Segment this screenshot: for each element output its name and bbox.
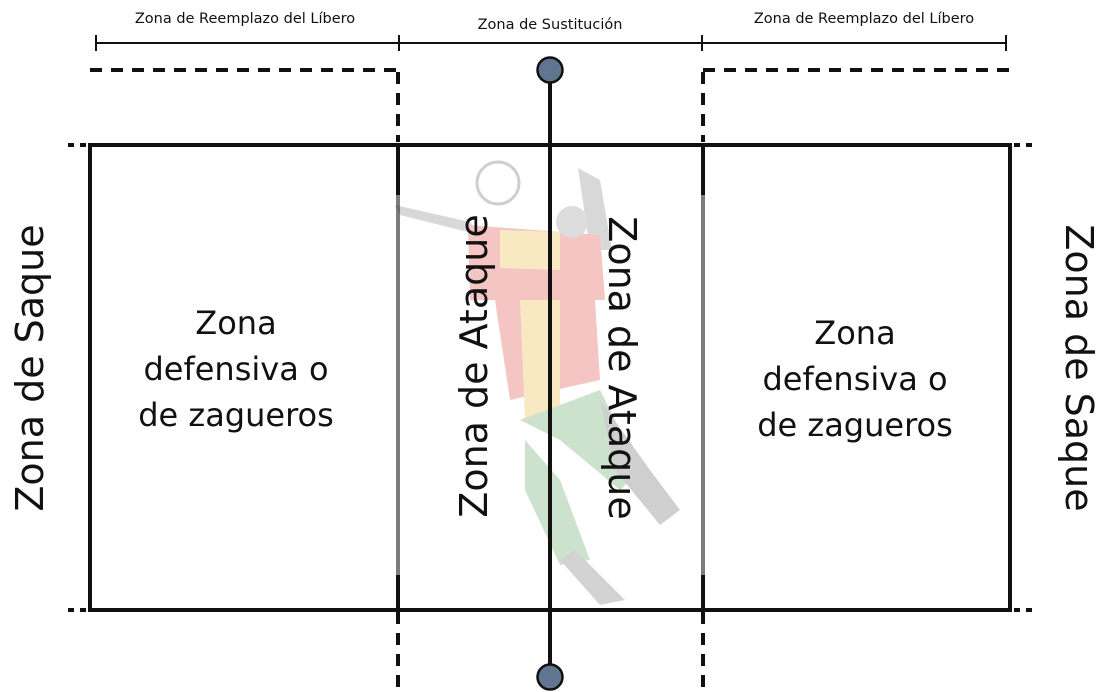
serve-zone-label-right: Zona de Saque bbox=[1057, 224, 1101, 512]
defense-zone-label-right: Zona defensiva o de zagueros bbox=[757, 314, 953, 444]
serve-zone-label-left: Zona de Saque bbox=[8, 224, 52, 512]
net-pole-top bbox=[536, 56, 564, 84]
defense-zone-label-left: Zona defensiva o de zagueros bbox=[138, 304, 334, 434]
attack-zone-label-right: Zona de Ataque bbox=[600, 216, 644, 520]
libero-zone-label-left: Zona de Reemplazo del Líbero bbox=[134, 11, 356, 27]
net-pole-bottom bbox=[536, 663, 564, 691]
attack-zone-label-left: Zona de Ataque bbox=[452, 214, 496, 518]
substitution-zone-label: Zona de Sustitución bbox=[477, 17, 623, 33]
libero-zone-label-right: Zona de Reemplazo del Líbero bbox=[753, 11, 975, 27]
